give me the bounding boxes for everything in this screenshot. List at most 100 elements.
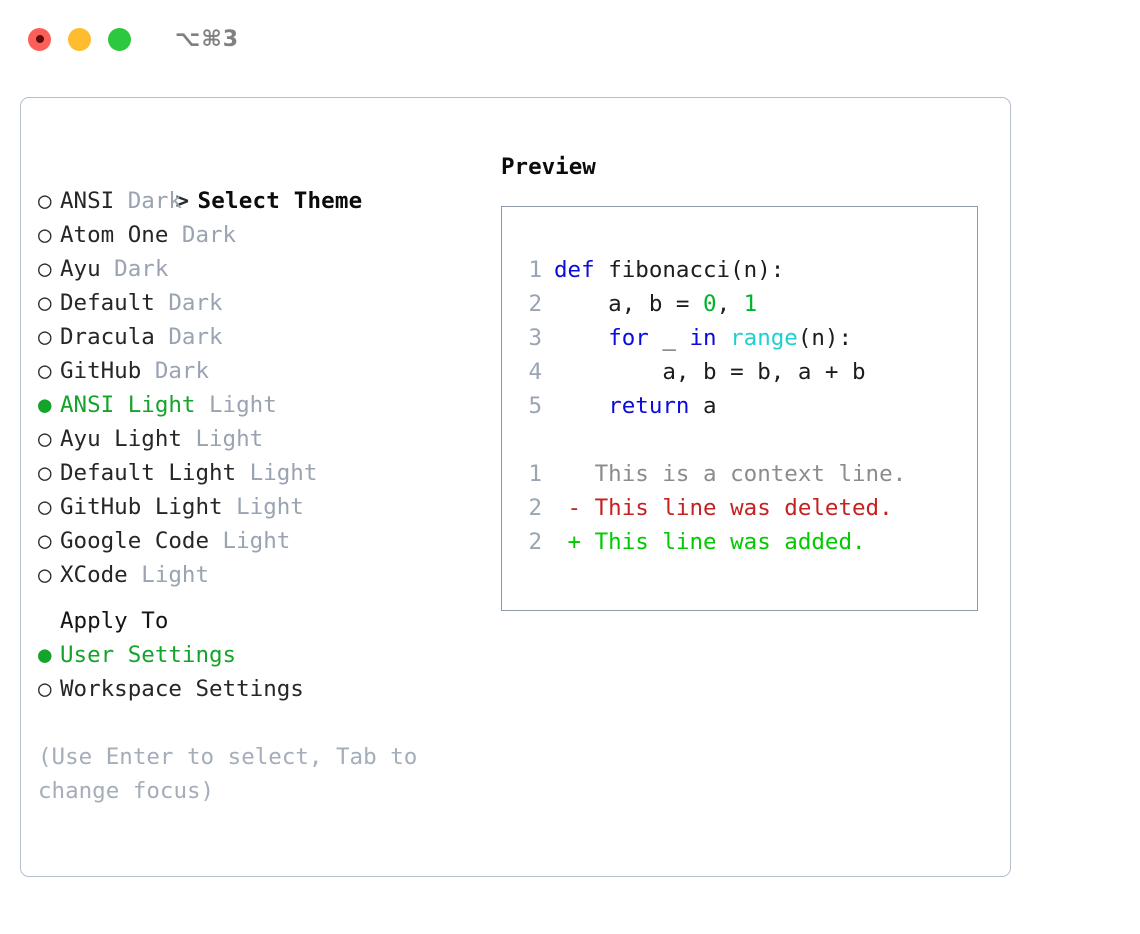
- diff-line: 2 + This line was added.: [516, 525, 906, 559]
- theme-list-item[interactable]: ○ Atom One Dark: [38, 218, 488, 252]
- code-token: for: [608, 325, 649, 351]
- code-token: a, b = b, a + b: [554, 359, 866, 385]
- radio-unselected-icon[interactable]: ○: [38, 562, 52, 588]
- radio-unselected-icon[interactable]: ○: [38, 676, 52, 702]
- theme-name-label: Atom One: [60, 222, 169, 248]
- keyboard-shortcut-label: ⌥⌘3: [175, 26, 240, 52]
- theme-name-label: Ayu: [60, 256, 101, 282]
- diff-line-text: - This line was deleted.: [554, 495, 893, 521]
- radio-unselected-icon[interactable]: ○: [38, 256, 52, 282]
- line-number: 2: [528, 495, 542, 521]
- line-number: 4: [528, 359, 542, 385]
- spacer: [38, 592, 488, 604]
- close-button[interactable]: [28, 27, 51, 51]
- line-number: 5: [528, 393, 542, 419]
- theme-list-item[interactable]: ○ Dracula Dark: [38, 320, 488, 354]
- theme-name-label: Google Code: [60, 528, 210, 554]
- apply-to-option[interactable]: ○ Workspace Settings: [38, 672, 488, 706]
- theme-name-label: ANSI: [60, 188, 115, 214]
- theme-list-item[interactable]: ○ GitHub Light Light: [38, 490, 488, 524]
- theme-name-label: Default: [60, 290, 155, 316]
- radio-unselected-icon[interactable]: ○: [38, 324, 52, 350]
- theme-variant-badge: Light: [209, 528, 291, 554]
- code-line: 3 for _ in range(n):: [516, 321, 906, 355]
- radio-unselected-icon[interactable]: ○: [38, 426, 52, 452]
- code-token: def: [554, 257, 609, 283]
- theme-list-item[interactable]: ●ANSI Light Light: [38, 388, 488, 422]
- radio-unselected-icon[interactable]: ○: [38, 290, 52, 316]
- apply-to-option-label: User Settings: [60, 642, 237, 668]
- radio-unselected-icon[interactable]: ○: [38, 222, 52, 248]
- line-number: 2: [528, 529, 542, 555]
- code-line: 4 a, b = b, a + b: [516, 355, 906, 389]
- theme-variant-badge: Dark: [114, 188, 182, 214]
- zoom-button[interactable]: [108, 27, 131, 51]
- code-token: _: [648, 325, 690, 351]
- theme-list-item[interactable]: ○ ANSI Dark: [38, 184, 488, 218]
- theme-variant-badge: Light: [222, 494, 304, 520]
- theme-name-label: GitHub: [60, 358, 142, 384]
- code-token: [717, 325, 731, 351]
- main-panel: > Select Theme ○ANSI Dark○Atom One Dark○…: [20, 97, 1011, 877]
- code-token: a: [689, 393, 717, 419]
- theme-selector-column: > Select Theme ○ANSI Dark○Atom One Dark○…: [38, 150, 488, 808]
- theme-name-label: Dracula: [60, 324, 155, 350]
- apply-to-list: ● User Settings ○ Workspace Settings: [38, 638, 488, 706]
- theme-variant-badge: Dark: [100, 256, 169, 282]
- theme-list-item[interactable]: ○ Google Code Light: [38, 524, 488, 558]
- code-token: ,: [716, 291, 744, 317]
- line-number: 3: [528, 325, 542, 351]
- radio-selected-icon[interactable]: ●: [38, 392, 52, 418]
- radio-unselected-icon[interactable]: ○: [38, 188, 52, 214]
- preview-title: Preview: [501, 154, 596, 180]
- code-token: fibonacci: [608, 257, 731, 283]
- select-theme-heading: > Select Theme: [38, 150, 488, 214]
- radio-unselected-icon[interactable]: ○: [38, 528, 52, 554]
- theme-variant-badge: Dark: [154, 290, 223, 316]
- apply-to-heading: Apply To: [60, 608, 169, 634]
- theme-list-item[interactable]: ○Default Light Light: [38, 456, 488, 490]
- radio-unselected-icon[interactable]: ○: [38, 358, 52, 384]
- theme-list-item[interactable]: ○ Ayu Dark: [38, 252, 488, 286]
- code-line: 2 a, b = 0, 1: [516, 287, 906, 321]
- radio-unselected-icon[interactable]: ○: [38, 460, 52, 486]
- code-token: 1: [743, 291, 758, 317]
- theme-name-label: XCode: [60, 562, 128, 588]
- prompt-caret-icon: >: [175, 188, 203, 214]
- code-token: in: [689, 325, 717, 351]
- theme-name-label: GitHub Light: [60, 494, 223, 520]
- diff-line: 1 This is a context line.: [516, 457, 906, 491]
- theme-name-label: Ayu Light: [60, 426, 182, 452]
- code-line: 5 return a: [516, 389, 906, 423]
- theme-list-item[interactable]: ○ Default Dark: [38, 286, 488, 320]
- theme-list-item[interactable]: ○ Ayu Light Light: [38, 422, 488, 456]
- code-token: 0: [703, 291, 717, 317]
- line-number: 1: [528, 461, 542, 487]
- theme-variant-badge: Dark: [154, 324, 223, 350]
- code-token: [554, 325, 608, 351]
- apply-to-option-label: Workspace Settings: [60, 676, 304, 702]
- line-number: 2: [528, 291, 542, 317]
- theme-name-label: Default Light: [60, 460, 237, 486]
- theme-list-item[interactable]: ○ GitHub Dark: [38, 354, 488, 388]
- apply-to-option[interactable]: ● User Settings: [38, 638, 488, 672]
- radio-unselected-icon[interactable]: ○: [38, 494, 52, 520]
- titlebar: ⌥⌘3: [0, 0, 1140, 78]
- keyboard-hint-text: (Use Enter to select, Tab to change focu…: [38, 744, 431, 804]
- minimize-button[interactable]: [68, 27, 91, 51]
- radio-selected-icon[interactable]: ●: [38, 642, 52, 668]
- code-token: range: [730, 325, 798, 351]
- theme-variant-badge: Dark: [141, 358, 210, 384]
- theme-variant-badge: Light: [181, 426, 264, 452]
- diff-line: 2 - This line was deleted.: [516, 491, 906, 525]
- theme-variant-badge: Light: [127, 562, 210, 588]
- theme-variant-badge: Dark: [168, 222, 237, 248]
- theme-list-item[interactable]: ○ XCode Light: [38, 558, 488, 592]
- diff-line-text: This is a context line.: [554, 461, 907, 487]
- theme-list: ○ ANSI Dark ○ Atom One Dark ○ Ayu Dark ○ Defaul…: [38, 184, 488, 592]
